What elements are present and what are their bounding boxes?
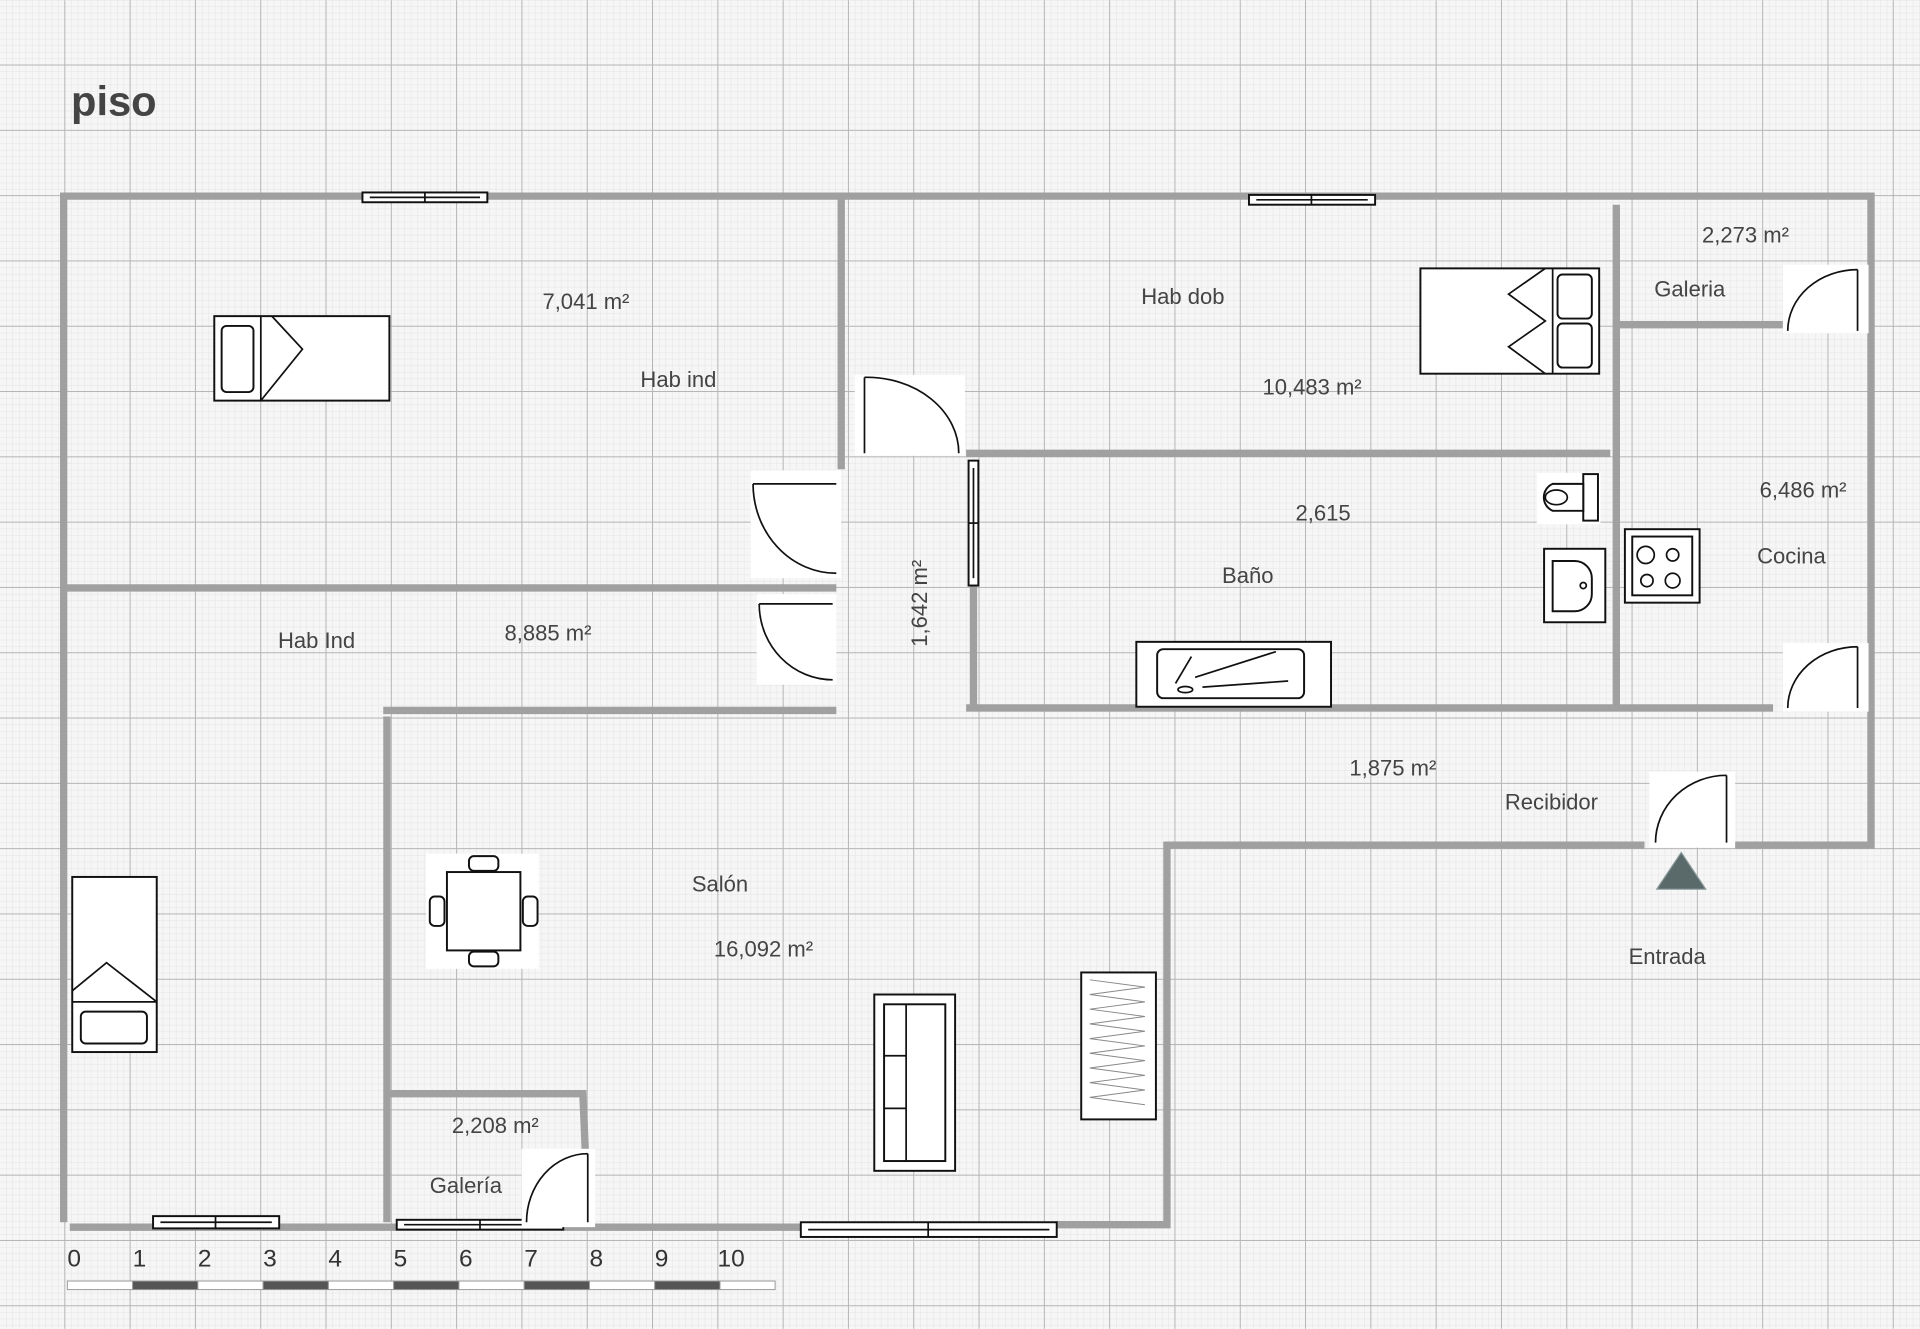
sofa-icon xyxy=(873,993,957,1172)
walls xyxy=(60,192,1875,1231)
room-name: Hab dob xyxy=(1141,284,1224,309)
scale-label: 2 xyxy=(198,1245,212,1272)
furniture xyxy=(71,267,1707,1172)
scale-label: 7 xyxy=(524,1245,538,1272)
room-labels: Hab ind 7,041 m² Hab dob 10,483 m² Galer… xyxy=(278,223,1847,1198)
room-area: 2,615 xyxy=(1296,501,1351,526)
windows xyxy=(152,191,1377,1238)
wardrobe-icon xyxy=(1080,971,1157,1121)
window xyxy=(1248,193,1377,206)
scale-segment xyxy=(327,1280,395,1291)
scale-label: 3 xyxy=(263,1245,277,1272)
scale-segment xyxy=(132,1280,199,1291)
scale-segment xyxy=(197,1280,264,1291)
door xyxy=(1782,643,1869,712)
door xyxy=(750,470,842,579)
window xyxy=(361,191,489,204)
entrance-label: Entrada xyxy=(1629,944,1707,969)
doors xyxy=(521,264,1869,1228)
sink-icon xyxy=(1543,547,1607,624)
room-name: Hab Ind xyxy=(278,628,355,653)
room-area: 10,483 m² xyxy=(1262,375,1361,400)
door xyxy=(1649,771,1736,848)
room-area: 2,273 m² xyxy=(1702,223,1789,248)
room-area: 16,092 m² xyxy=(714,937,813,962)
room-area: 2,208 m² xyxy=(452,1113,539,1138)
door xyxy=(1782,264,1869,334)
window xyxy=(152,1215,281,1230)
scale-segment xyxy=(66,1280,134,1291)
single-bed-icon xyxy=(71,875,158,1054)
scale-bar: 0 1 2 3 4 5 6 7 8 9 10 xyxy=(66,1245,776,1291)
scale-label: 5 xyxy=(394,1245,408,1272)
stove-icon xyxy=(1623,528,1701,604)
entrance-marker-icon xyxy=(1655,851,1707,890)
corridor-area: 1,642 m² xyxy=(907,560,932,647)
scale-label: 0 xyxy=(67,1245,81,1272)
window xyxy=(967,459,980,587)
room-name: Baño xyxy=(1222,563,1273,588)
room-name: Galería xyxy=(430,1173,503,1198)
room-name: Recibidor xyxy=(1505,790,1598,815)
toilet-icon xyxy=(1536,472,1601,525)
scale-label: 10 xyxy=(718,1245,745,1272)
scale-label: 6 xyxy=(459,1245,473,1272)
room-name: Hab ind xyxy=(640,367,716,392)
door xyxy=(854,374,965,456)
scale-label: 8 xyxy=(589,1245,603,1272)
scale-segment xyxy=(654,1280,721,1291)
room-name: Salón xyxy=(692,872,748,897)
scale-label: 9 xyxy=(655,1245,669,1272)
shower-tray-icon xyxy=(1135,640,1332,708)
scale-segment xyxy=(458,1280,525,1291)
room-area: 6,486 m² xyxy=(1760,477,1847,502)
door xyxy=(521,1148,596,1228)
room-area: 1,875 m² xyxy=(1349,755,1436,780)
room-name: Galeria xyxy=(1654,277,1726,302)
scale-segment xyxy=(719,1280,776,1291)
scale-segment xyxy=(393,1280,460,1291)
door xyxy=(756,594,837,685)
dining-table-icon xyxy=(426,853,539,969)
window xyxy=(799,1221,1058,1238)
scale-segment xyxy=(523,1280,590,1291)
room-name: Cocina xyxy=(1757,543,1826,568)
room-area: 7,041 m² xyxy=(542,289,629,314)
room-area: 8,885 m² xyxy=(504,621,591,646)
scale-segment xyxy=(262,1280,329,1291)
scale-segment xyxy=(588,1280,656,1291)
double-bed-icon xyxy=(1419,267,1601,375)
scale-label: 4 xyxy=(328,1245,342,1272)
scale-label: 1 xyxy=(133,1245,147,1272)
plan-title: piso xyxy=(71,77,157,124)
single-bed-icon xyxy=(213,315,391,402)
